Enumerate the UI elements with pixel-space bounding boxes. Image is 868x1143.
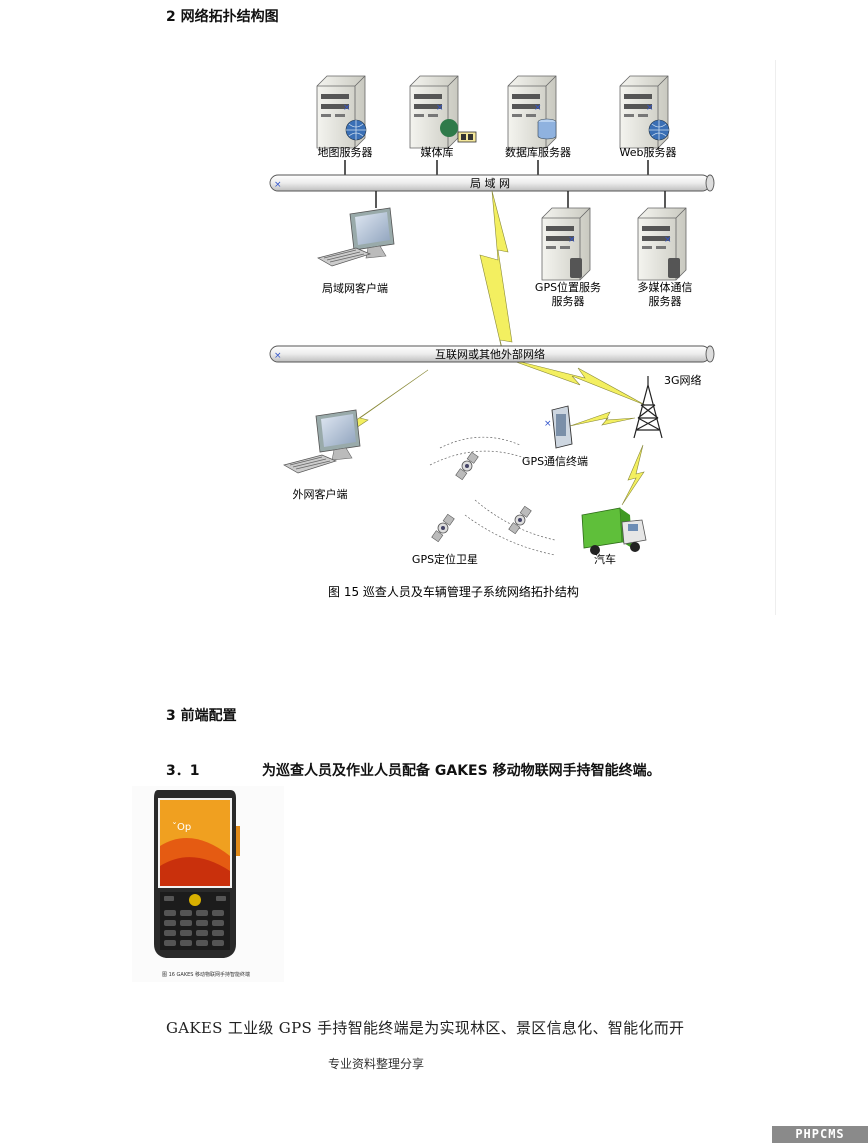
- gps-terminal-label: GPS通信终端: [522, 454, 588, 468]
- subsection-number: 3．1: [166, 763, 200, 779]
- satellite-label: GPS定位卫星: [412, 552, 478, 566]
- figure-caption: 图 15 巡查人员及车辆管理子系统网络拓扑结构: [328, 584, 579, 599]
- gps-server-label-line2: 服务器: [552, 295, 585, 308]
- media-comm-label-line2: 服务器: [649, 295, 682, 308]
- truck-label: 汽车: [594, 552, 616, 566]
- internet-bus: ×: [269, 345, 715, 363]
- server-label-web: Web服务器: [620, 146, 677, 159]
- page-footer: 专业资料整理分享: [328, 1057, 425, 1071]
- satellite-icon: [508, 505, 532, 535]
- svg-text:ˇOp: ˇOp: [172, 821, 191, 833]
- gps-server-label-line1: GPS位置服务: [535, 280, 601, 294]
- internet-bus-label: 互联网或其他外部网络: [435, 347, 545, 361]
- body-paragraph: GAKES 工业级 GPS 手持智能终端是为实现林区、景区信息化、智能化而开: [166, 1019, 685, 1037]
- keyboard-icon: [283, 454, 337, 474]
- satellite-icon: [455, 451, 479, 481]
- globe-icon: [648, 119, 670, 141]
- lan-bus-label: 局 域 网: [470, 177, 510, 190]
- section-heading-frontend: 3 前端配置: [166, 708, 237, 724]
- globe-icon: [345, 119, 367, 141]
- satellite-icon: [431, 513, 455, 543]
- lan-bus: ×: [269, 174, 715, 192]
- cell-tower-icon: [633, 376, 663, 439]
- external-client-monitor-icon: [315, 409, 361, 461]
- phone-badge-icon: [570, 258, 582, 278]
- svg-text:×: ×: [544, 419, 552, 429]
- server-icon: [409, 75, 459, 149]
- external-client-label: 外网客户端: [293, 487, 348, 501]
- media-comm-label-line1: 多媒体通信: [638, 280, 693, 294]
- media-icon: [440, 119, 477, 143]
- server-label-map: 地图服务器: [318, 146, 373, 159]
- svg-text:×: ×: [274, 351, 282, 361]
- handheld-terminal-image: ˇOp 图 16 GAKES 移动物联网手持智能终端: [132, 786, 284, 982]
- server-label-media: 媒体库: [421, 145, 454, 159]
- svg-text:×: ×: [274, 180, 282, 190]
- network-topology-diagram: × 地图服务器: [269, 60, 776, 615]
- server-icon: [541, 207, 591, 281]
- lan-client-label: 局域网客户端: [322, 281, 388, 295]
- keyboard-icon: [317, 247, 371, 267]
- server-label-database: 数据库服务器: [505, 145, 571, 159]
- gps-terminal-icon: ×: [544, 405, 573, 449]
- database-icon: [537, 118, 557, 140]
- phone-badge-icon: [668, 258, 680, 278]
- subsection-title: 为巡查人员及作业人员配备 GAKES 移动物联网手持智能终端。: [262, 763, 661, 779]
- tower-label: 3G网络: [664, 373, 702, 387]
- truck-icon: [581, 507, 647, 555]
- phone-caption: 图 16 GAKES 移动物联网手持智能终端: [162, 971, 250, 978]
- section-heading-network: 2 网络拓扑结构图: [166, 9, 279, 25]
- watermark-badge: PHPCMS: [772, 1126, 868, 1143]
